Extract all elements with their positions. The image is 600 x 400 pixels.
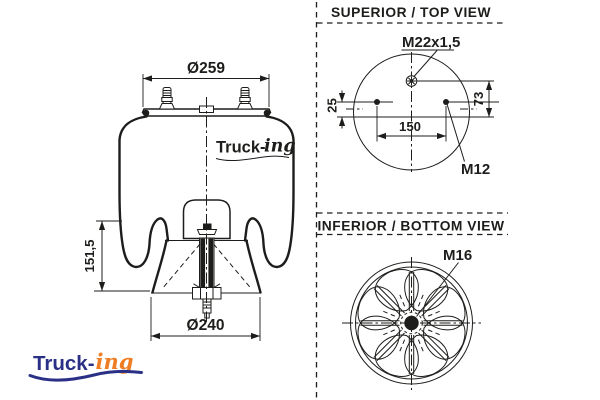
- bottom-view-title: INFERIOR / BOTTOM VIEW: [317, 219, 505, 234]
- logo-text-ing: ing: [96, 349, 134, 374]
- brand-logo: Truck- ing: [28, 349, 143, 382]
- mount-bolt-right: [443, 99, 449, 105]
- height-label: 151,5: [82, 239, 97, 272]
- top-diameter-label: Ø259: [187, 60, 225, 77]
- mount-bolt-left: [374, 99, 380, 105]
- hidden-cone-lines: [161, 243, 252, 290]
- dim-bottom-diameter: Ø240: [150, 297, 261, 341]
- petal-dashes: [381, 293, 442, 353]
- logo-swoosh: [28, 369, 143, 382]
- bolt-spacing-label: 150: [399, 119, 421, 134]
- bolt-head: [203, 223, 212, 230]
- air-fitting: [405, 75, 418, 87]
- bolt-thread-label: M12: [461, 161, 490, 178]
- petals: [357, 269, 466, 377]
- stud-left: [158, 87, 176, 110]
- fitting-thread-label: M22x1,5: [402, 34, 460, 51]
- bellows-outline: [118, 115, 295, 294]
- bottom-view: INFERIOR / BOTTOM VIEW: [317, 219, 505, 390]
- fitting-offset-label: 73: [471, 92, 486, 107]
- top-view-title: SUPERIOR / TOP VIEW: [331, 5, 491, 20]
- piston-skirt-right: [245, 239, 262, 294]
- rubber-bumper-dome: [182, 199, 231, 240]
- watermark-text-truck: Truck-: [216, 139, 266, 157]
- plate-bead-right: [263, 109, 271, 117]
- dim-fitting-offset: 73: [471, 81, 493, 117]
- bolt-offset-label: 25: [325, 98, 340, 113]
- bottom-diameter-label: Ø240: [187, 317, 225, 334]
- piston-assembly: [151, 97, 260, 322]
- dim-bolt-spacing: 150: [376, 106, 447, 142]
- bolt-thread-callout: M12: [446, 103, 490, 178]
- stud-right: [236, 87, 254, 110]
- watermark-swoosh: [215, 155, 290, 162]
- stud-thread-label: M16: [443, 247, 472, 264]
- plate-bead-left: [142, 109, 150, 117]
- piston-skirt-left: [151, 239, 168, 294]
- side-view: Ø259: [82, 60, 296, 341]
- fitting-thread-callout: M22x1,5: [401, 34, 460, 77]
- spokes: [360, 272, 463, 374]
- top-plate: [141, 87, 272, 117]
- bolt-washer: [196, 229, 218, 235]
- hub-tick-ring: [400, 311, 423, 335]
- logo-text-truck: Truck-: [33, 352, 95, 375]
- center-hub: [404, 315, 419, 331]
- bellows-watermark: Truck- ing: [215, 137, 296, 162]
- top-view: SUPERIOR / TOP VIEW 25 73: [325, 5, 499, 178]
- piston-flower-pattern: [357, 269, 466, 377]
- dim-top-diameter: Ø259: [142, 60, 270, 107]
- watermark-text-ing: ing: [264, 137, 296, 157]
- dim-bolt-offset: 25: [325, 90, 346, 129]
- panel-dividers: [315, 2, 508, 398]
- dim-height: 151,5: [82, 220, 150, 292]
- stud-thread-callout: M16: [416, 247, 472, 317]
